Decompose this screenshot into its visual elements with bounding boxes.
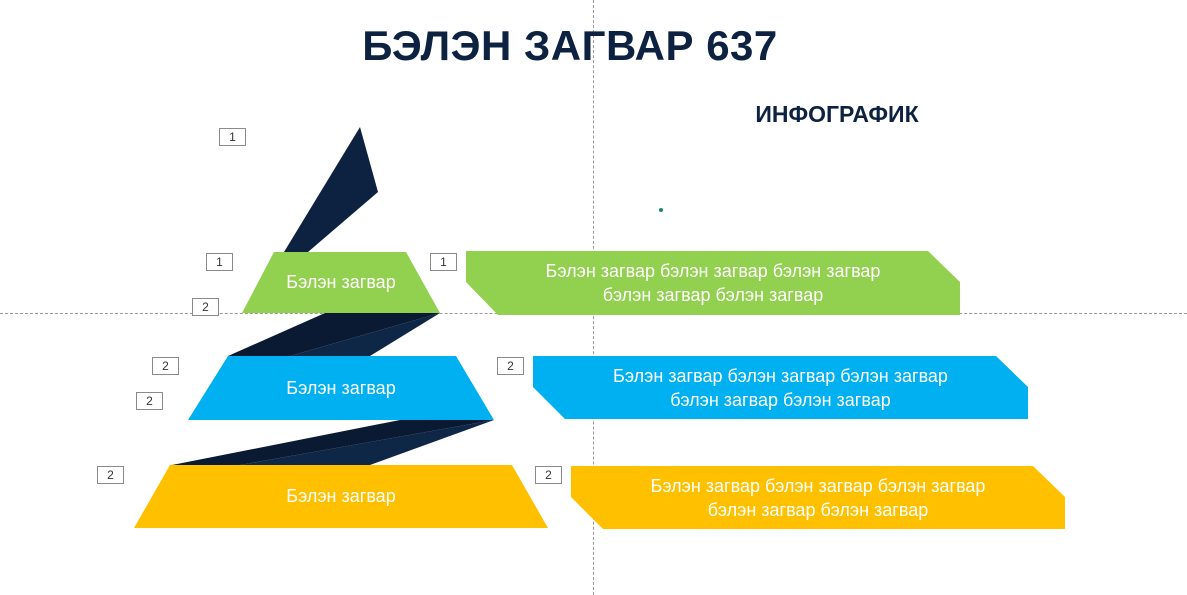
zigzag-top-segment [284,127,378,252]
band-2-line-1: Бэлэн загвар бэлэн загвар бэлэн загвар [613,365,948,386]
zigzag-segment-2b [240,420,494,465]
placeholder-tag: 2 [152,357,179,375]
placeholder-tag: 2 [497,357,524,375]
band-1-line-2: бэлэн загвар бэлэн загвар [602,285,824,305]
slide-title: БЭЛЭН ЗАГВАР 637 [362,22,778,69]
zigzag-segment-2a [172,420,494,465]
green-dot [659,208,663,212]
tier-2-label: Бэлэн загвар [286,377,396,398]
placeholder-tag: 2 [136,392,163,410]
band-2-text: Бэлэн загвар бэлэн загвар бэлэн загвар б… [533,356,1028,419]
placeholder-tag: 2 [97,466,124,484]
band-3-line-1: Бэлэн загвар бэлэн загвар бэлэн загвар [650,475,986,496]
pyramid-tier-2 [188,356,494,420]
placeholder-tag: 2 [192,298,219,316]
placeholder-tag: 2 [535,466,562,484]
text-band-2 [533,356,1028,419]
slide-subtitle: ИНФОГРАФИК [755,101,919,127]
placeholder-tag: 1 [430,253,457,271]
text-band-3 [571,466,1065,529]
pyramid-tier-1 [242,252,440,313]
band-2-line-2: бэлэн загвар бэлэн загвар [670,389,891,410]
tier-1-label: Бэлэн загвар [286,272,396,292]
band-3-text: Бэлэн загвар бэлэн загвар бэлэн загвар б… [571,466,1065,529]
text-band-1 [466,251,960,315]
zigzag-segment-1b [290,313,440,356]
tier-3-label: Бэлэн загвар [286,486,396,506]
band-3-line-2: бэлэн загвар бэлэн загвар [707,499,929,520]
band-1-text: Бэлэн загвар бэлэн загвар бэлэн загвар б… [466,251,960,315]
placeholder-tag: 1 [219,128,246,146]
zigzag-segment-1a [228,313,440,356]
placeholder-tag: 1 [206,253,233,271]
pyramid-tier-3 [134,465,548,528]
band-1-line-1: Бэлэн загвар бэлэн загвар бэлэн загвар [545,261,881,281]
